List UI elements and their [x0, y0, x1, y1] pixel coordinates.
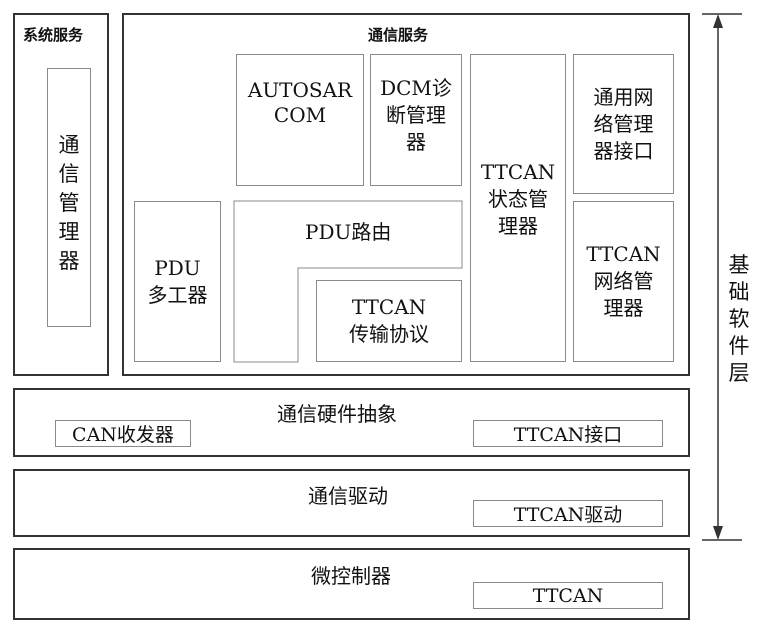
microcontroller-title: 微控制器 — [311, 564, 391, 588]
ttcan-interface-box: TTCAN接口 — [473, 420, 663, 447]
ttcan-driver-label: TTCAN驱动 — [513, 504, 623, 526]
general-nm-interface-label: 通用网 络管理 器接口 — [593, 84, 654, 163]
system-services-panel: 系统服务 通 信 管 理 器 — [13, 13, 109, 376]
ttcan-nm-label: TTCAN 网络管 理器 — [586, 242, 661, 320]
ttcan-tp-label: TTCAN 传输协议 — [349, 295, 429, 346]
basic-software-layer-label: 基 础 软 件 层 — [728, 253, 750, 385]
can-transceiver-label: CAN收发器 — [72, 424, 174, 446]
autosar-com-box: AUTOSAR COM — [236, 54, 364, 186]
hw-abstraction-title: 通信硬件抽象 — [277, 402, 397, 426]
comm-services-panel: 通信服务 — [122, 13, 690, 376]
pdu-router-outline — [233, 200, 463, 363]
ttcan-state-manager-label: TTCAN 状态管 理器 — [480, 159, 556, 238]
comm-manager-box: 通 信 管 理 器 — [47, 68, 91, 327]
autosar-com-label: AUTOSAR COM — [247, 78, 353, 127]
system-services-title: 系统服务 — [23, 26, 84, 44]
microcontroller-panel: 微控制器 TTCAN — [13, 548, 690, 620]
general-nm-interface-box: 通用网 络管理 器接口 — [573, 54, 674, 194]
comm-drivers-title: 通信驱动 — [308, 484, 388, 508]
ttcan-interface-label: TTCAN接口 — [513, 424, 623, 446]
ttcan-hw-box: TTCAN — [473, 582, 663, 609]
dcm-box: DCM诊 断管理 器 — [370, 54, 462, 186]
pdu-mux-label: PDU 多工器 — [147, 255, 208, 307]
ttcan-tp-box: TTCAN 传输协议 — [316, 280, 462, 362]
comm-drivers-panel: 通信驱动 TTCAN驱动 — [13, 469, 690, 537]
dcm-label: DCM诊 断管理 器 — [380, 75, 452, 154]
ttcan-state-manager-box: TTCAN 状态管 理器 — [470, 54, 566, 362]
ttcan-hw-label: TTCAN — [532, 584, 604, 607]
comm-manager-label: 通 信 管 理 器 — [58, 133, 80, 273]
hw-abstraction-panel: 通信硬件抽象 CAN收发器 TTCAN接口 — [13, 388, 690, 457]
can-transceiver-box: CAN收发器 — [55, 420, 191, 447]
pdu-mux-box: PDU 多工器 — [134, 201, 221, 362]
ttcan-driver-box: TTCAN驱动 — [473, 500, 663, 527]
ttcan-nm-box: TTCAN 网络管 理器 — [573, 201, 674, 362]
comm-services-title: 通信服务 — [368, 26, 429, 44]
pdu-router-label: PDU路由 — [305, 220, 392, 244]
